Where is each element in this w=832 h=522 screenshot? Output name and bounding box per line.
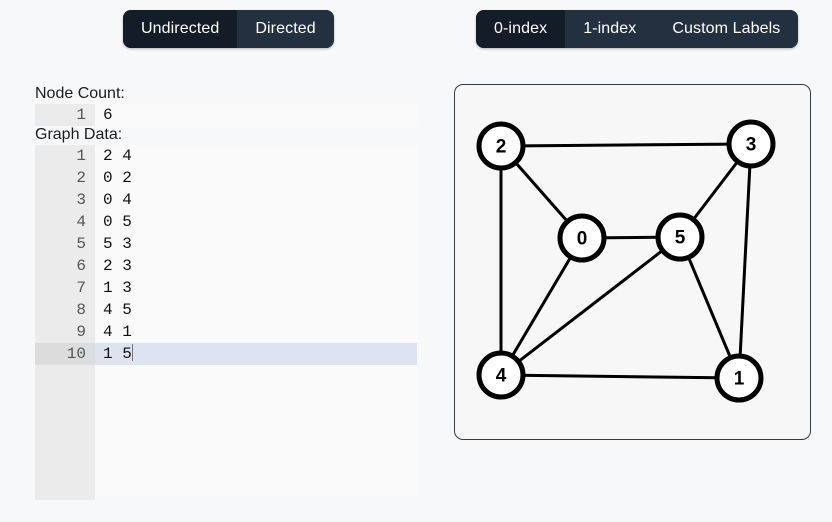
code-line-row[interactable]: 5 5 3 xyxy=(35,233,417,255)
code-line-text[interactable]: 4 5 xyxy=(103,301,132,319)
code-line-text[interactable]: 0 4 xyxy=(103,191,132,209)
code-line-text[interactable]: 2 4 xyxy=(103,147,132,165)
graph-node-circle[interactable] xyxy=(714,353,764,403)
line-number: 8 xyxy=(35,299,95,321)
line-number: 6 xyxy=(35,255,95,277)
gutter-filler xyxy=(35,365,95,500)
toggle-directed-button[interactable]: Directed xyxy=(237,10,334,48)
code-line-text[interactable]: 1 5 xyxy=(95,343,417,365)
code-line-row[interactable]: 2 0 2 xyxy=(35,167,417,189)
graph-node-circle[interactable] xyxy=(557,213,607,263)
node-count-label: Node Count: xyxy=(35,85,125,102)
graph-edge xyxy=(499,142,753,148)
line-number: 1 xyxy=(35,145,95,167)
toggle-zero-index-button[interactable]: 0-index xyxy=(476,10,566,48)
code-line-text[interactable]: 1 3 xyxy=(103,279,132,297)
graph-visualization-canvas[interactable]: 0 1 2 3 4 5 xyxy=(454,84,811,440)
graph-edge xyxy=(499,235,682,377)
code-line-row[interactable]: 3 0 4 xyxy=(35,189,417,211)
graph-node[interactable]: 5 xyxy=(655,212,705,262)
line-number: 9 xyxy=(35,321,95,343)
graph-node-label: 0 xyxy=(577,229,588,250)
graph-node[interactable]: 4 xyxy=(476,350,526,400)
graph-node-label: 3 xyxy=(746,135,757,156)
line-number: 10 xyxy=(35,343,95,365)
graph-node[interactable]: 1 xyxy=(714,353,764,403)
code-line-text[interactable]: 4 1 xyxy=(103,323,132,341)
line-number: 1 xyxy=(35,104,95,126)
graph-node-label: 4 xyxy=(496,366,507,387)
graph-node-label: 2 xyxy=(496,137,507,158)
code-line-text[interactable]: 2 3 xyxy=(103,257,132,275)
toggle-undirected-button[interactable]: Undirected xyxy=(123,10,238,48)
graph-data-label: Graph Data: xyxy=(35,126,123,143)
code-line-text[interactable]: 0 2 xyxy=(103,169,132,187)
graph-node-circle[interactable] xyxy=(655,212,705,262)
direction-toggle-group: Undirected Directed xyxy=(123,10,334,48)
graph-node[interactable]: 3 xyxy=(726,119,776,169)
graph-node-label: 1 xyxy=(734,369,745,390)
text-caret xyxy=(131,344,133,361)
code-line-text[interactable]: 5 3 xyxy=(103,235,132,253)
graph-node-circle[interactable] xyxy=(476,350,526,400)
code-line-text[interactable]: 6 xyxy=(103,106,113,124)
graph-svg: 0 1 2 3 4 5 xyxy=(476,119,776,403)
code-line-row[interactable]: 8 4 5 xyxy=(35,299,417,321)
code-line-row[interactable]: 1 2 4 xyxy=(35,145,417,167)
graph-edge xyxy=(499,236,584,377)
graph-node-label: 5 xyxy=(675,228,686,249)
graph-node-circle[interactable] xyxy=(476,121,526,171)
line-number: 3 xyxy=(35,189,95,211)
toggle-one-index-button[interactable]: 1-index xyxy=(565,10,655,48)
line-number: 2 xyxy=(35,167,95,189)
code-line-text[interactable]: 0 5 xyxy=(103,213,132,231)
code-line-row[interactable]: 7 1 3 xyxy=(35,277,417,299)
code-line-row[interactable]: 4 0 5 xyxy=(35,211,417,233)
graph-node[interactable]: 0 xyxy=(557,213,607,263)
graph-edge xyxy=(499,373,741,380)
graph-node-circle[interactable] xyxy=(726,119,776,169)
line-number: 4 xyxy=(35,211,95,233)
toggle-custom-labels-button[interactable]: Custom Labels xyxy=(654,10,799,48)
graph-node[interactable]: 2 xyxy=(476,121,526,171)
graph-edge xyxy=(678,235,741,380)
code-line-row[interactable]: 9 4 1 xyxy=(35,321,417,343)
code-line-row[interactable]: 6 2 3 xyxy=(35,255,417,277)
graph-edge xyxy=(737,142,753,380)
line-number: 5 xyxy=(35,233,95,255)
line-number: 7 xyxy=(35,277,95,299)
indexing-toggle-group: 0-index 1-index Custom Labels xyxy=(476,10,799,48)
